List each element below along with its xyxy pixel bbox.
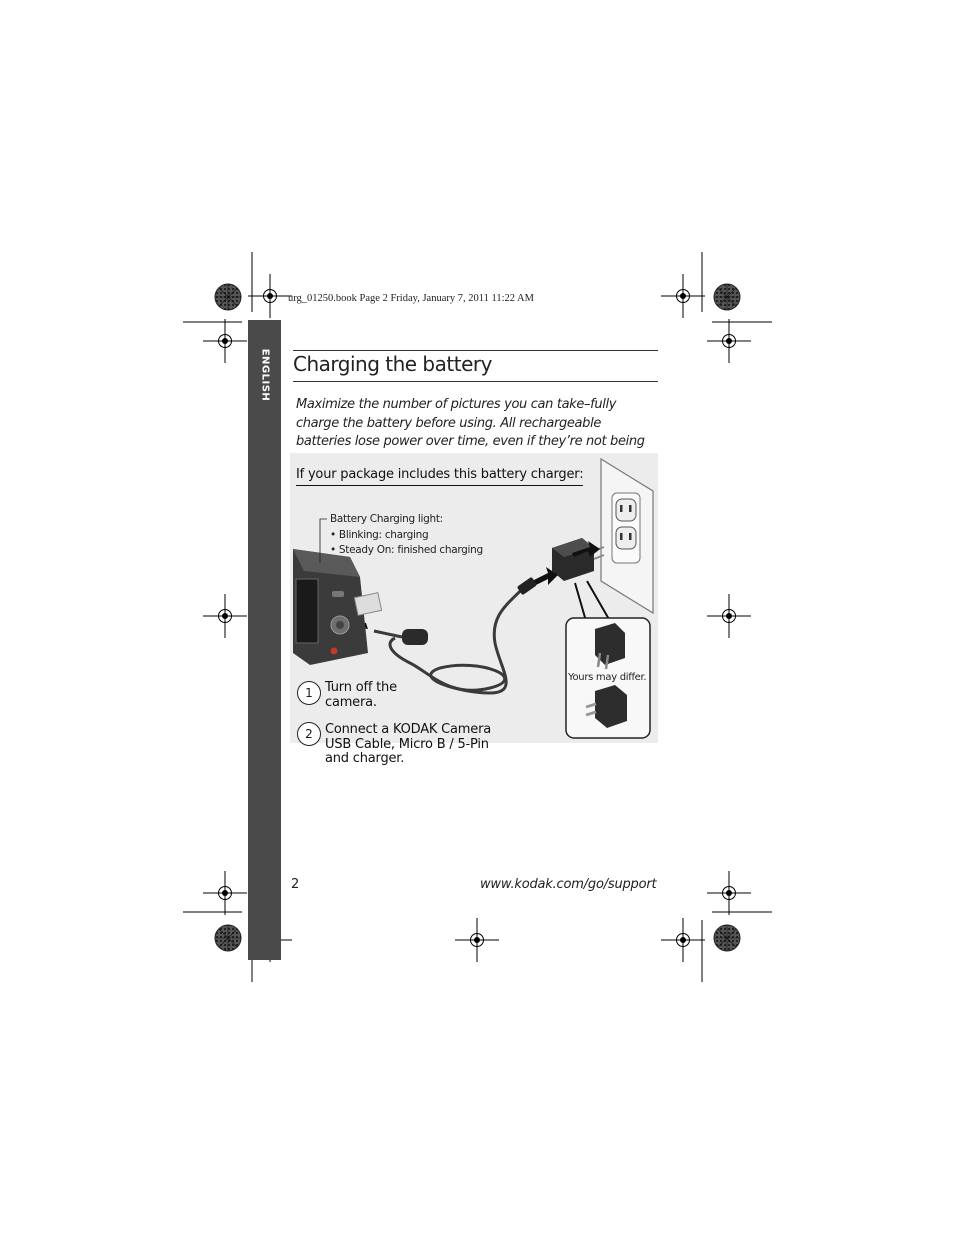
print-header: urg_01250.book Page 2 Friday, January 7,…	[288, 293, 534, 304]
title-rule-bottom	[293, 381, 658, 382]
charger-subheading: If your package includes this battery ch…	[296, 467, 584, 486]
wall-outlet-icon	[600, 457, 654, 615]
camera-icon	[293, 549, 383, 665]
step-2-line: Connect a KODAK Camera	[325, 722, 491, 737]
callout-item-steady: • Steady On: finished charging	[330, 544, 483, 556]
charging-light-callout: Battery Charging light: • Blinking: char…	[330, 512, 483, 559]
step-number-2: 2	[297, 722, 321, 746]
step-number-1: 1	[297, 681, 321, 705]
step-2-text: Connect a KODAK Camera USB Cable, Micro …	[325, 722, 491, 767]
step-2-line: and charger.	[325, 751, 405, 766]
plug-variants-box	[565, 580, 651, 739]
usb-cable-icon	[388, 581, 530, 695]
support-url[interactable]: www.kodak.com/go/support	[480, 877, 657, 892]
step-1-text: Turn off the camera.	[325, 680, 397, 710]
plug-variant-note: Yours may differ.	[568, 672, 647, 683]
side-tab-label: ENGLISH	[248, 320, 281, 430]
step-2-line: USB Cable, Micro B / 5-Pin	[325, 736, 489, 752]
title-rule-top	[293, 350, 658, 351]
callout-title: Battery Charging light:	[330, 513, 443, 525]
page-number: 2	[291, 877, 300, 892]
callout-item-blinking: • Blinking: charging	[330, 528, 429, 541]
side-tab	[248, 320, 281, 960]
step-1-line: Turn off the	[325, 680, 397, 695]
step-1-line: camera.	[325, 694, 377, 710]
language-label: ENGLISH	[259, 348, 270, 402]
charging-illustration	[290, 453, 658, 743]
page-title: Charging the battery	[293, 352, 492, 376]
